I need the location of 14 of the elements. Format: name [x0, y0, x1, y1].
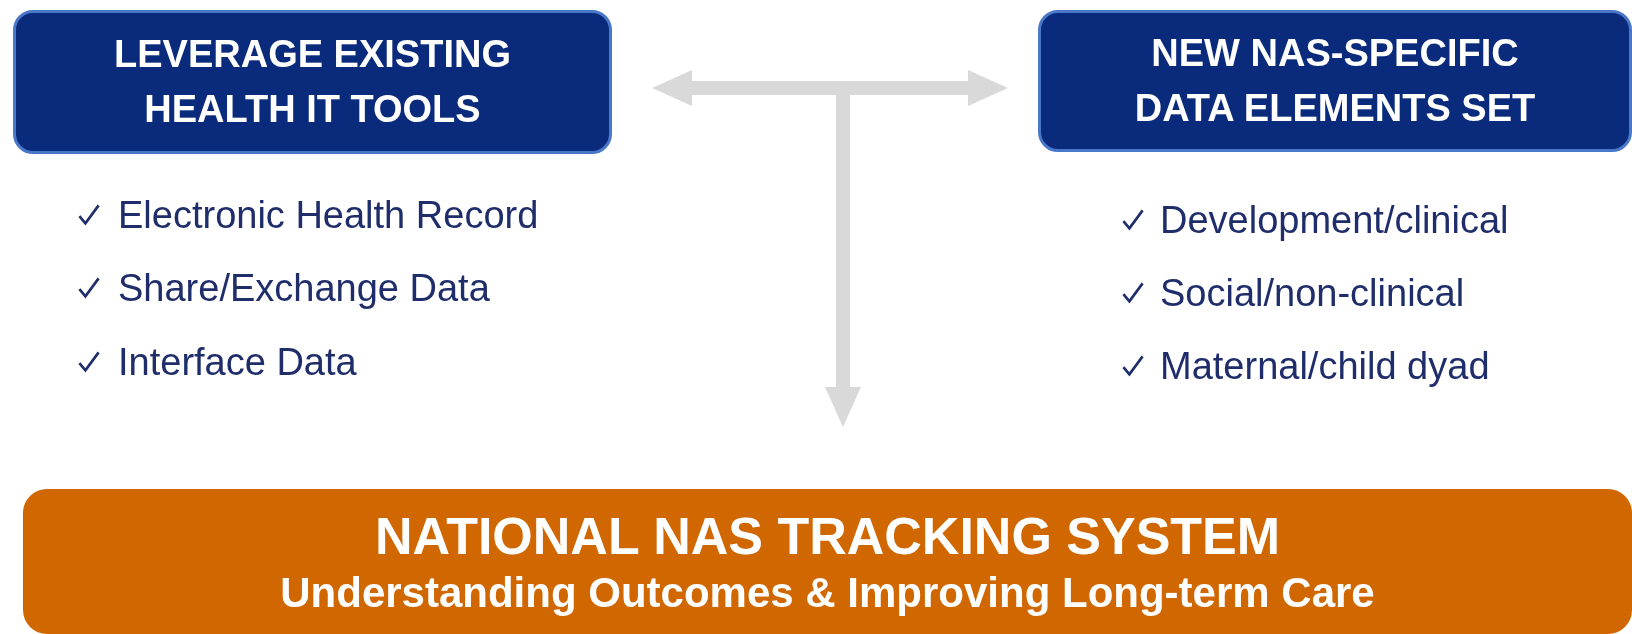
heading-box	[1038, 10, 1632, 152]
list-item: Electronic Health Record	[118, 196, 539, 234]
system-banner	[23, 489, 1632, 634]
box-title: NEW NAS-SPECIFIC DATA ELEMENTS SET	[1133, 30, 1537, 131]
box-subtitle: Understanding Outcomes & Improving Long-term Care	[280, 567, 1375, 618]
list-item: Maternal/child dyad	[1160, 347, 1490, 385]
list-item: Interface Data	[118, 343, 357, 381]
list-item: Development/clinical	[1160, 201, 1509, 239]
list-item: Share/Exchange Data	[118, 269, 490, 307]
box-title: NATIONAL NAS TRACKING SYSTEM	[374, 506, 1281, 568]
heading-box	[13, 10, 612, 154]
box-title: LEVERAGE EXISTING HEALTH IT TOOLS	[113, 31, 512, 132]
list-item: Social/non-clinical	[1160, 274, 1465, 312]
arrow	[652, 70, 1008, 106]
